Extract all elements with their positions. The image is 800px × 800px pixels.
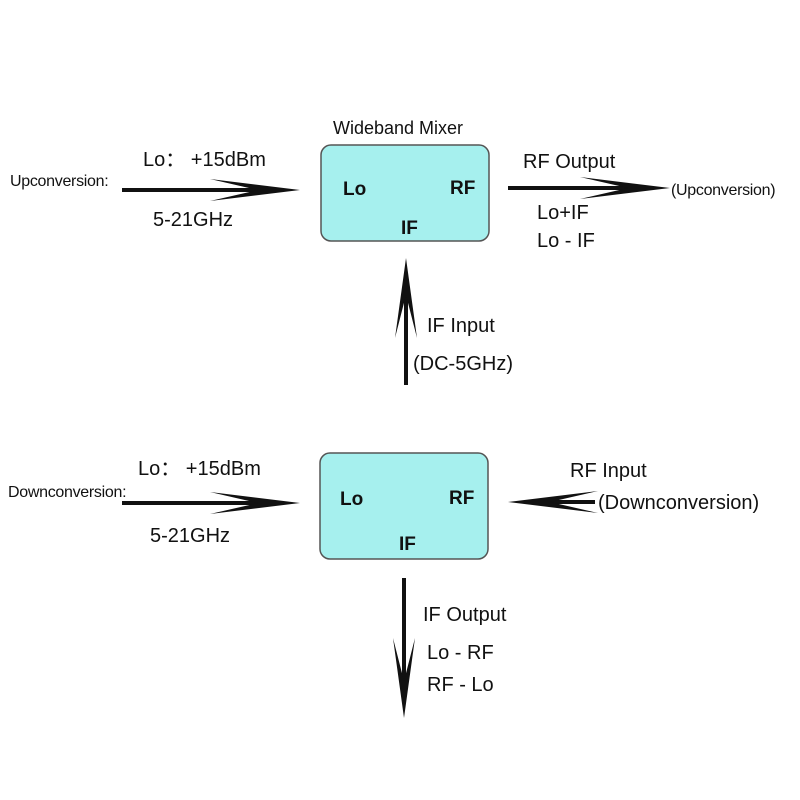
rf-input-note: (Downconversion) [598,492,760,514]
downconversion-lo-arrow [122,492,300,514]
downconversion-port-lo: Lo [340,489,364,510]
downconversion-lo-frequency: 5-21GHz [150,525,231,547]
mixer-title: Wideband Mixer [333,118,464,138]
if-output-label: IF Output [423,604,507,626]
upconversion-lo-power: Lo： +15dBm [143,149,266,171]
upconversion-if-input-arrow [395,258,417,385]
upconversion-port-rf: RF [450,178,476,199]
upconversion-port-lo: Lo [343,179,367,200]
rf-output-product-sum: Lo+IF [537,202,589,224]
downconversion-port-rf: RF [449,488,475,509]
upconversion-mixer-box [320,144,490,242]
if-input-range: (DC-5GHz) [413,353,513,375]
upconversion-lo-arrow [122,179,300,201]
rf-output-product-difference: Lo - IF [537,230,595,252]
upconversion-rf-output-arrow [508,177,670,199]
downconversion-rf-input-arrow [508,491,598,513]
rf-output-note: (Upconversion) [671,182,776,199]
rf-output-label: RF Output [523,151,616,173]
downconversion-if-output-arrow [393,578,415,718]
downconversion-port-if: IF [399,534,416,555]
downconversion-mixer-box [319,452,489,560]
if-output-product-lo-minus-rf: Lo - RF [427,642,494,664]
upconversion-mode-label: Upconversion: [10,173,109,190]
upconversion-port-if: IF [401,218,418,239]
if-output-product-rf-minus-lo: RF - Lo [427,674,494,696]
downconversion-mode-label: Downconversion: [8,484,127,501]
downconversion-lo-power: Lo： +15dBm [138,458,261,480]
upconversion-lo-frequency: 5-21GHz [153,209,234,231]
if-input-label: IF Input [427,315,495,337]
rf-input-label: RF Input [570,460,647,482]
